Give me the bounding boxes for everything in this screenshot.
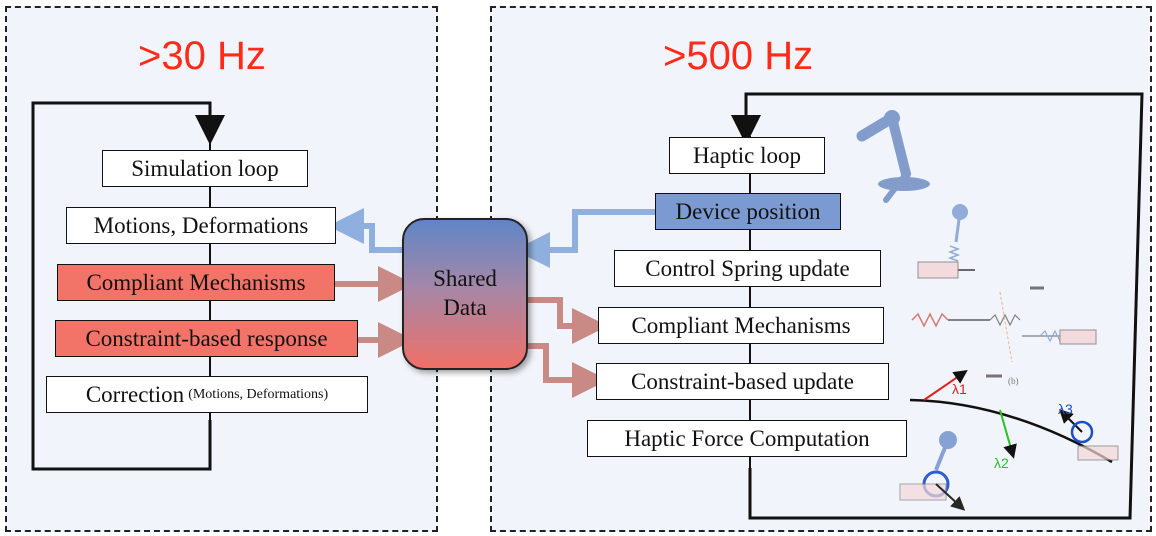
right-loop xyxy=(731,92,1144,520)
motions-deformations-box: Motions, Deformations xyxy=(66,207,336,244)
constraint-update-box: Constraint-based update xyxy=(596,363,889,400)
blue-arrows xyxy=(328,208,655,268)
robot-arm-illustration xyxy=(856,110,930,203)
lambda3-label: λ3 xyxy=(1058,401,1073,417)
constraint-illustration xyxy=(909,370,1119,464)
springs-illustration xyxy=(911,286,1097,378)
compliant-mechanisms-box: Compliant Mechanisms xyxy=(57,264,335,301)
shared-data-box: Shared Data xyxy=(402,218,528,370)
right-frequency: >500 Hz xyxy=(663,34,814,78)
left-frequency: >30 Hz xyxy=(138,34,266,78)
red-arrows xyxy=(335,266,608,398)
shared-data-line2: Data xyxy=(443,295,487,320)
correction-box: Correction (Motions, Deformations) xyxy=(46,376,368,413)
bottom-device-illustration xyxy=(899,431,966,511)
figure-b-label: (b) xyxy=(1008,376,1019,386)
control-spring-update-box: Control Spring update xyxy=(614,250,881,287)
haptic-loop-box: Haptic loop xyxy=(669,137,825,174)
constraint-response-box: Constraint-based response xyxy=(55,320,358,357)
correction-label: Correction xyxy=(85,381,185,407)
right-compliant-mechanisms-box: Compliant Mechanisms xyxy=(598,307,884,344)
haptic-force-computation-box: Haptic Force Computation xyxy=(587,420,907,457)
shared-data-line1: Shared xyxy=(433,266,497,292)
correction-sublabel: (Motions, Deformations) xyxy=(188,386,329,402)
spring-device-illustration xyxy=(917,204,975,279)
lambda2-label: λ2 xyxy=(994,455,1009,471)
lambda1-label: λ1 xyxy=(952,381,967,397)
simulation-loop-box: Simulation loop xyxy=(102,150,308,187)
device-position-box: Device position xyxy=(655,193,841,230)
